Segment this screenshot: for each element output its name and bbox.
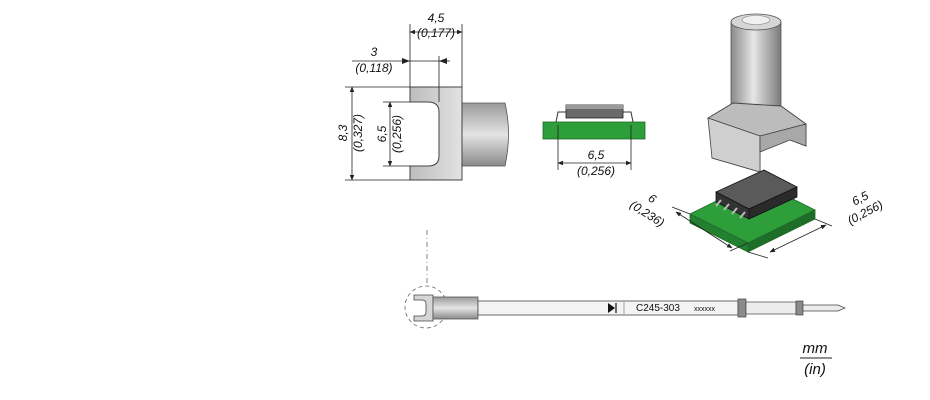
dim-inner-height-mm: 6,5 bbox=[375, 125, 389, 142]
units-legend: mm (in) bbox=[800, 340, 832, 378]
dim-chip-width-in: (0,256) bbox=[577, 164, 615, 178]
unit-primary: mm bbox=[803, 340, 828, 357]
dim-line-board-right bbox=[769, 224, 827, 253]
tip-jaw bbox=[409, 86, 463, 181]
part-number-label: C245-303 bbox=[636, 303, 680, 314]
isometric-view: 6 (0,236) 6,5 (0,256) bbox=[627, 13, 885, 259]
dim-line-board-left bbox=[675, 211, 733, 249]
dim-chip-width-mm: 6,5 bbox=[588, 148, 605, 162]
tip-profile-view: 4,5 (0,177) 3 (0,118) 8,3 (0,327) 6,5 (0… bbox=[336, 11, 509, 181]
dim-jaw-depth-in: (0,118) bbox=[355, 61, 392, 75]
cartridge-pin bbox=[802, 304, 846, 312]
serial-placeholder-label: xxxxxx bbox=[694, 306, 716, 313]
orientation-arrow-icon bbox=[608, 303, 615, 313]
dim-jaw-depth-mm: 3 bbox=[371, 45, 378, 59]
cartridge-jaw bbox=[413, 294, 434, 322]
cartridge-side-view: C245-303 xxxxxx bbox=[404, 230, 846, 329]
cartridge-rear-body bbox=[745, 301, 797, 315]
cartridge-sleeve bbox=[432, 296, 479, 320]
dim-inner-height-in: (0,256) bbox=[390, 115, 404, 153]
unit-secondary: (in) bbox=[804, 361, 826, 378]
chip-side-view: 6,5 (0,256) bbox=[542, 104, 646, 178]
dim-top-width-mm: 4,5 bbox=[428, 11, 445, 25]
dim-top-width-in: (0,177) bbox=[417, 26, 455, 40]
cartridge-ring-1 bbox=[737, 298, 747, 318]
pcb-side bbox=[542, 121, 646, 140]
dim-outer-height-mm: 8,3 bbox=[336, 124, 350, 141]
tip-shank-stub bbox=[461, 102, 509, 167]
dim-outer-height-in: (0,327) bbox=[351, 114, 365, 152]
chip-leads bbox=[715, 199, 746, 219]
dim-board-left-mm: 6 bbox=[646, 191, 659, 207]
cartridge-ring-2 bbox=[795, 300, 804, 316]
